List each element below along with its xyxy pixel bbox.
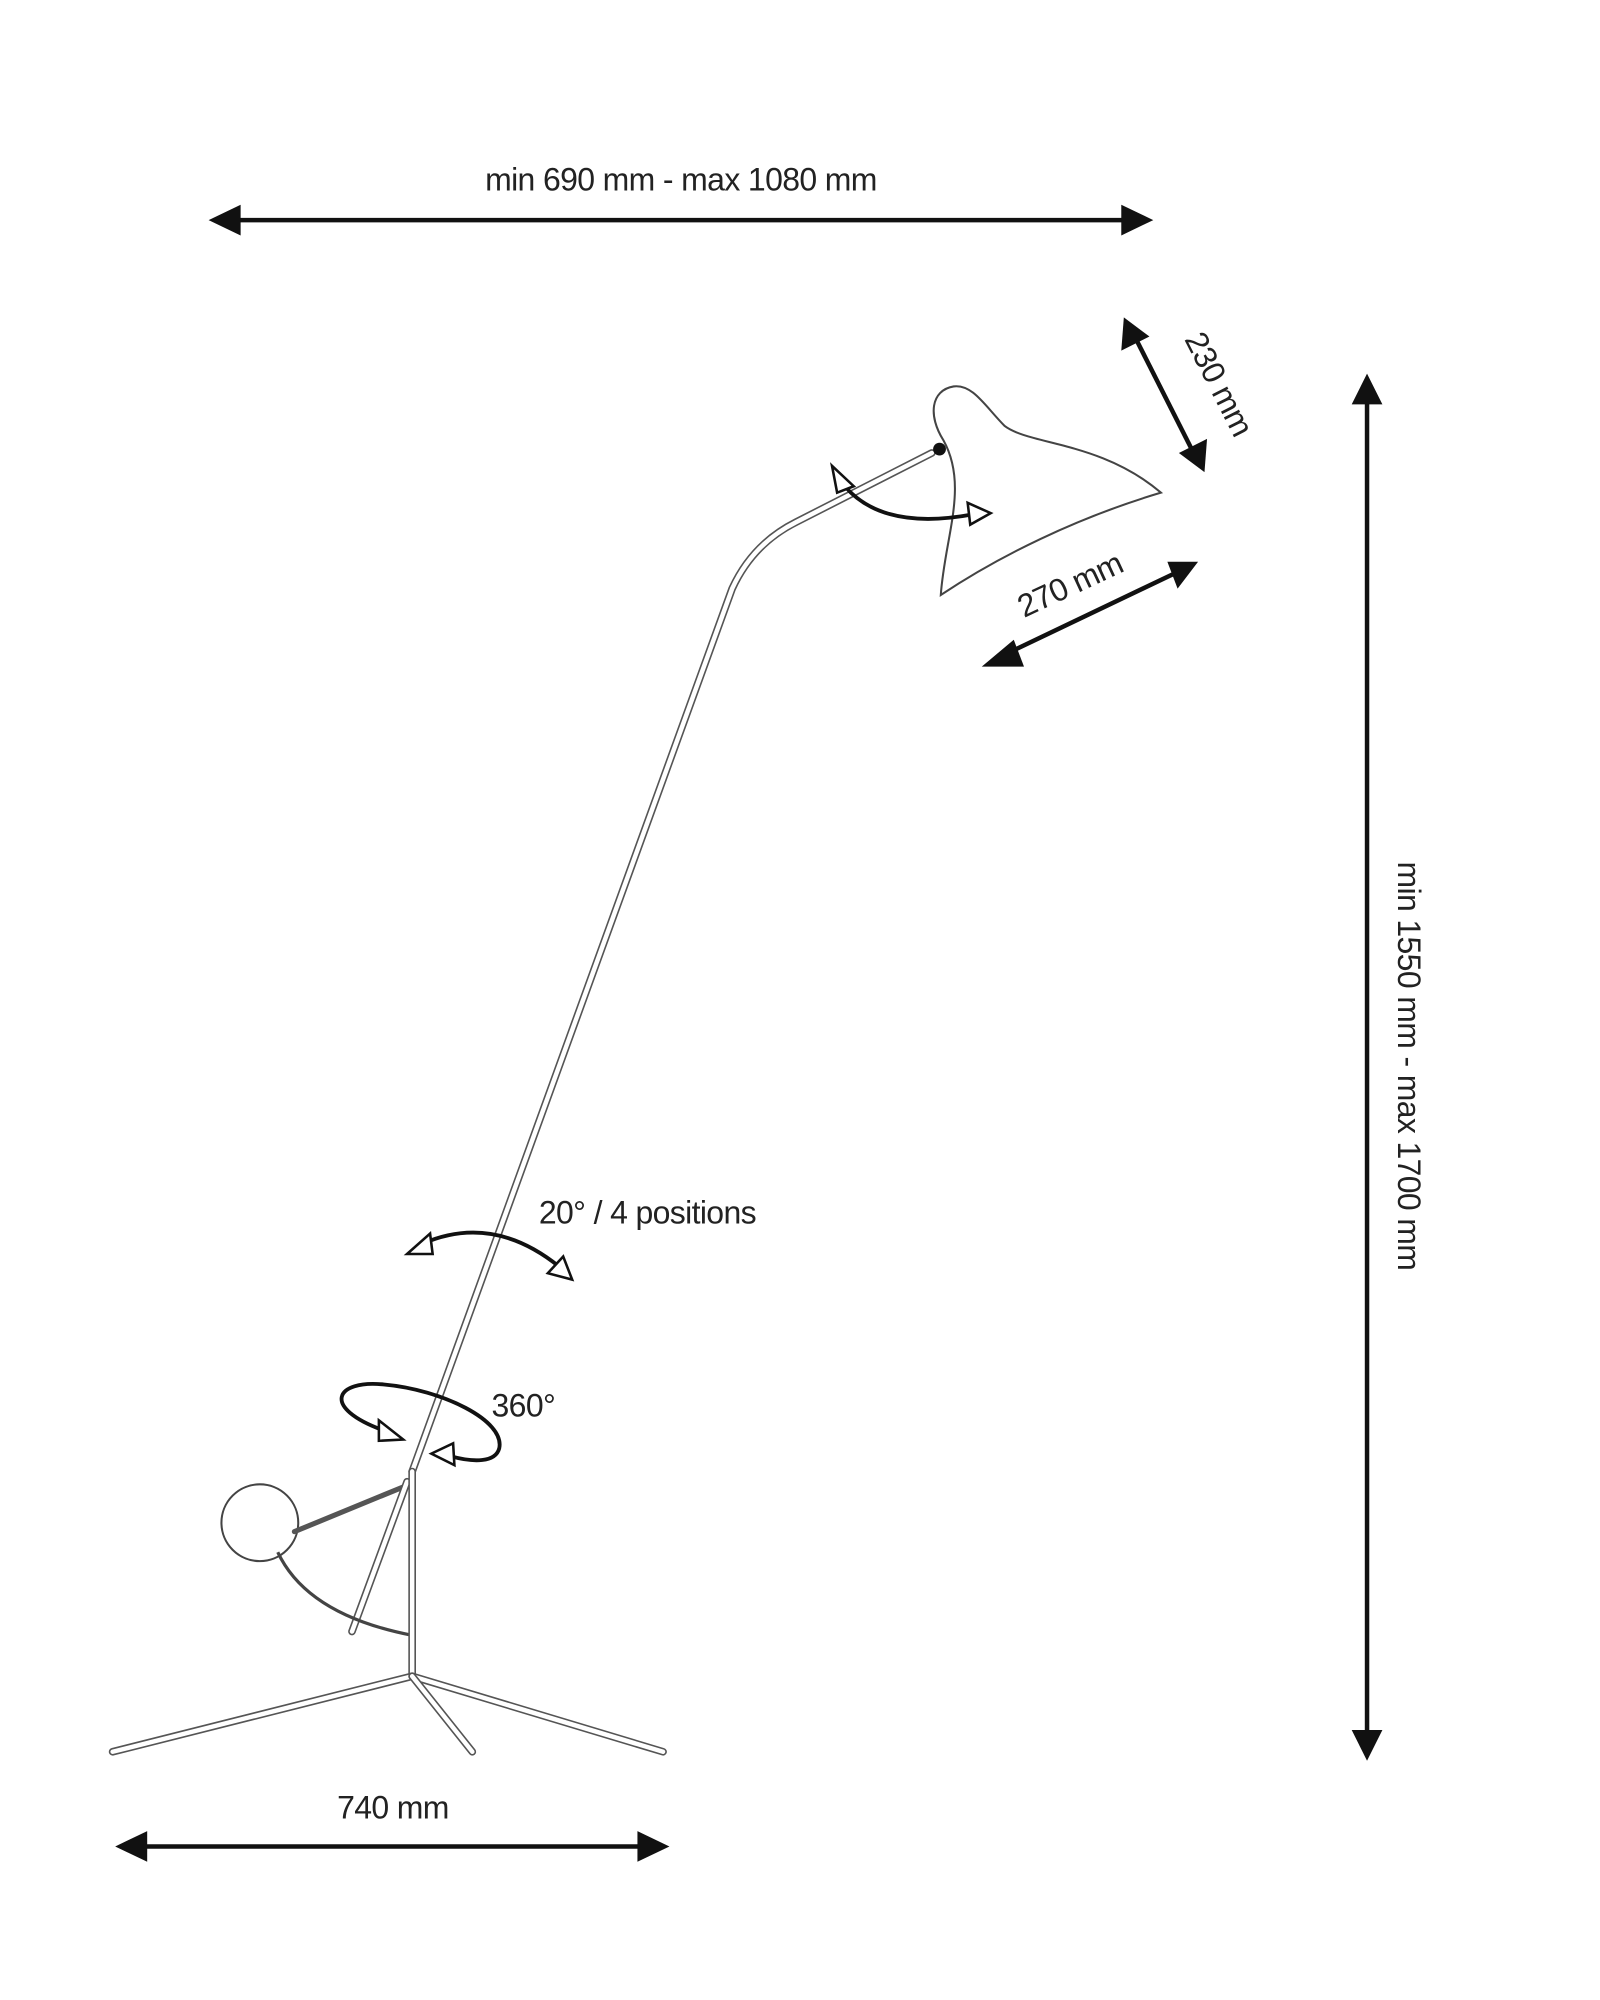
lamp-base: [108, 1467, 667, 1756]
arm-tilt-label: 20° / 4 positions: [539, 1194, 756, 1230]
shade-joint: [933, 442, 946, 456]
arm-tilt-arrow-icon: 20° / 4 positions: [403, 1194, 757, 1282]
shade-depth-label: 230 mm: [1178, 326, 1261, 442]
arrowhead-left-icon: [208, 204, 241, 236]
rotation-label: 360°: [492, 1388, 556, 1424]
width-dimension: min 690 mm - max 1080 mm: [208, 162, 1154, 236]
height-dimension: min 1550 mm - max 1700 mm: [1351, 373, 1427, 1761]
lamp-arm: [408, 442, 946, 1476]
arrowhead-icon: [981, 639, 1024, 667]
counterweight: [220, 1483, 300, 1563]
arrowhead-icon: [1121, 317, 1150, 351]
lamp-shade: [932, 385, 1164, 598]
arrowhead-right-icon: [1121, 204, 1154, 236]
base-width-dimension: 740 mm: [115, 1789, 670, 1862]
shade-depth-dimension: 230 mm: [1121, 317, 1261, 473]
shade-length-label: 270 mm: [1012, 545, 1128, 625]
shade-rotation-arrow-icon: [830, 462, 994, 527]
arrowhead-icon: [1178, 438, 1208, 473]
arrowhead-icon: [1167, 561, 1199, 589]
shade-length-line: [1002, 569, 1179, 658]
arrowhead-right-icon: [637, 1831, 670, 1862]
width-range-label: min 690 mm - max 1080 mm: [485, 162, 877, 198]
shade-length-dimension: 270 mm: [981, 545, 1199, 667]
height-range-label: min 1550 mm - max 1700 mm: [1391, 862, 1427, 1271]
shade-depth-line: [1132, 334, 1197, 456]
base-rotation-arrow-icon: 360°: [339, 1381, 556, 1468]
arrowhead-left-icon: [115, 1831, 148, 1862]
arrowhead-down-icon: [1351, 1730, 1383, 1761]
arrowhead-up-icon: [1351, 373, 1383, 405]
base-width-label: 740 mm: [337, 1789, 449, 1825]
